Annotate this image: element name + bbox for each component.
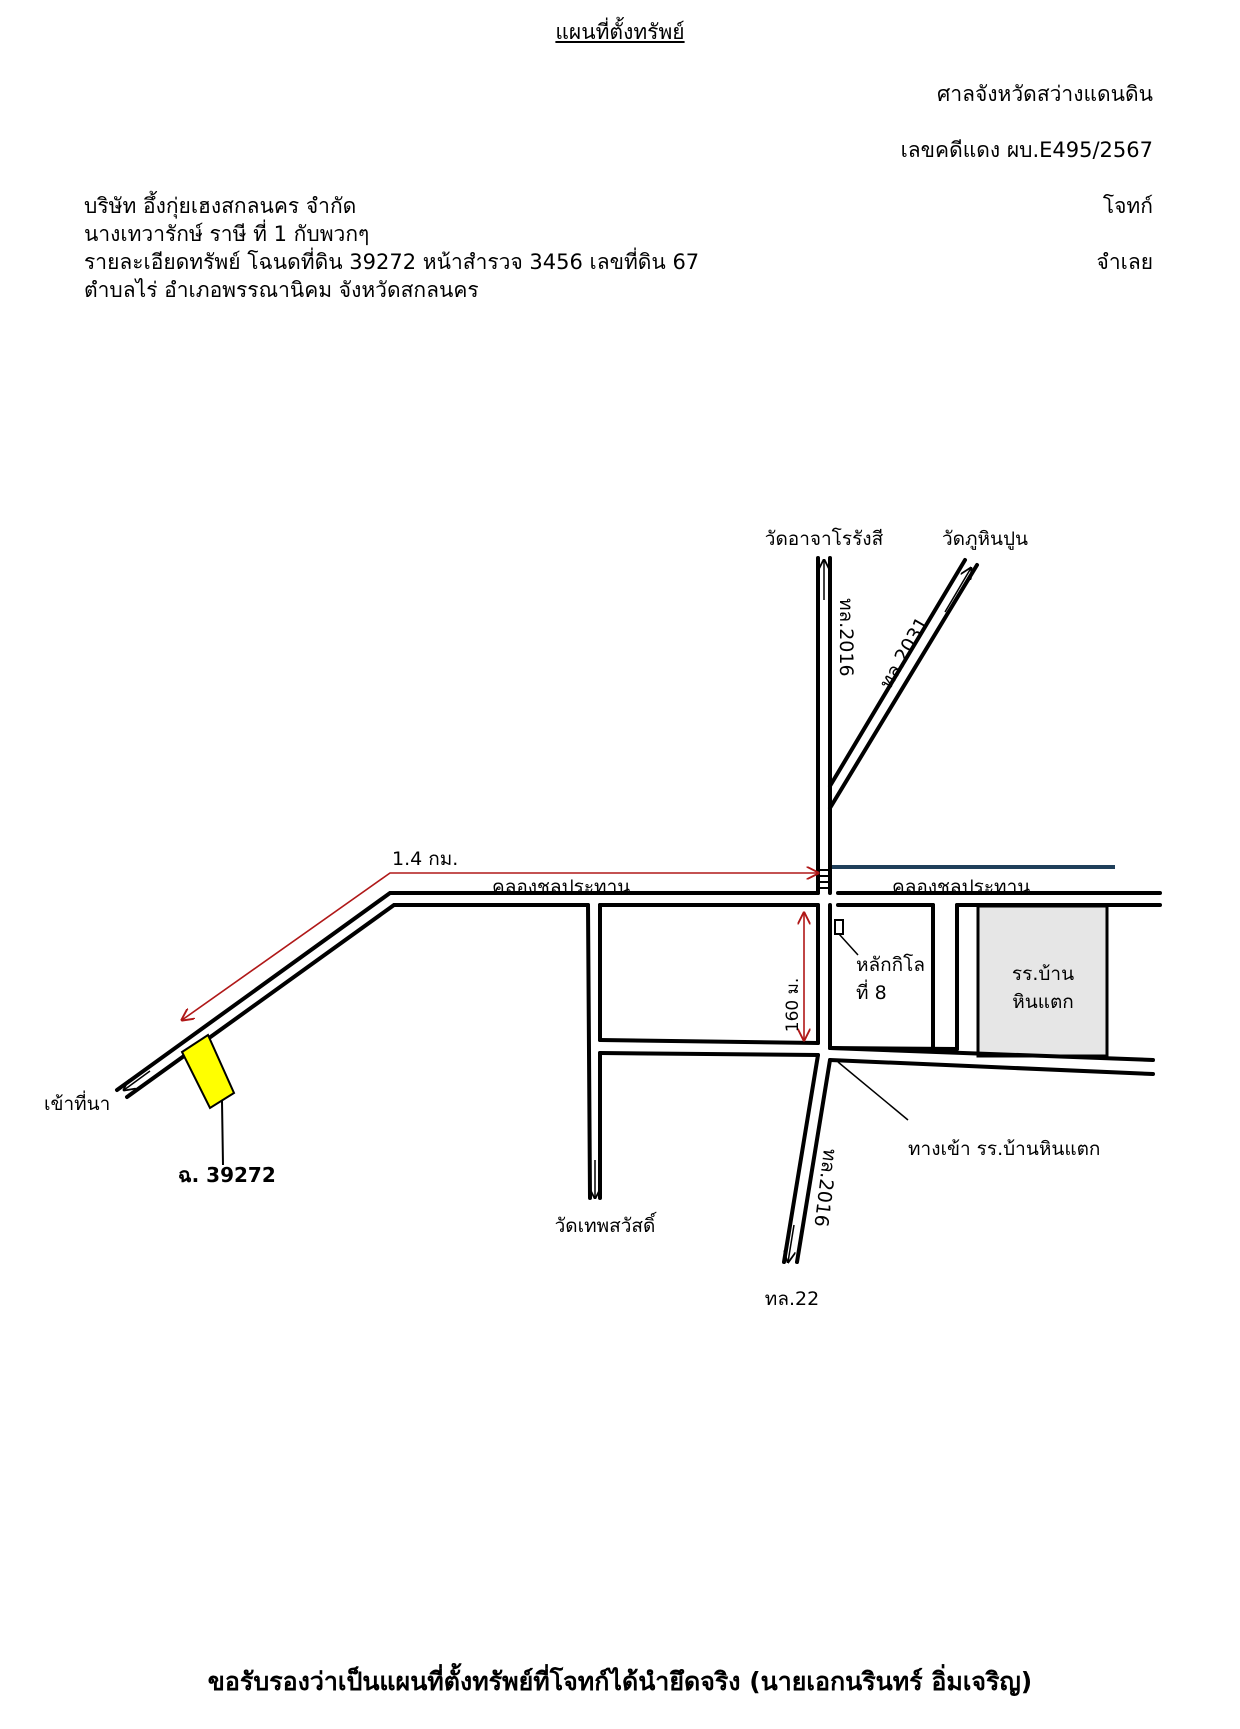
- km-post-marker: [834, 919, 844, 935]
- distance-arrow: [182, 873, 818, 1020]
- label-km-post-line1: หลักกิโล: [856, 953, 925, 976]
- direction-arrows: [124, 560, 971, 1262]
- property-detail: รายละเอียดทรัพย์ โฉนดที่ดิน 39272 หน้าสำ…: [84, 250, 700, 274]
- label-wat-arcajarn: วัดอาจาโรรังสี: [765, 527, 884, 550]
- label-to-field: เข้าที่นา: [44, 1090, 110, 1115]
- school-road-top: [828, 1046, 1155, 1062]
- school-entrance-leader: [837, 1061, 909, 1121]
- case-number: เลขคดีแดง ผบ.E495/2567: [900, 138, 1153, 162]
- defendant-role: จำเลย: [1096, 250, 1153, 274]
- road-2016-south-east: [795, 1058, 832, 1264]
- label-road-22: ทล.22: [765, 1288, 819, 1310]
- cross-lane-top: [598, 1038, 820, 1045]
- label-wat-phu: วัดภูหินปูน: [942, 528, 1028, 550]
- plaintiff-name: บริษัท อึ้งกุ่ยเฮงสกลนคร จำกัด: [84, 194, 357, 218]
- road-2016-south-west: [782, 1053, 820, 1264]
- label-school-line2: หินแตก: [1012, 991, 1074, 1013]
- property-leader: [221, 1100, 224, 1166]
- lane-wat-thep-west: [586, 903, 592, 1200]
- label-school-line1: รร.บ้าน: [1012, 963, 1074, 985]
- cross-lane-bottom: [598, 1051, 820, 1057]
- bridge-marks: [818, 869, 830, 889]
- label-length-160: 160 ม.: [783, 978, 803, 1032]
- road-2031-right: [828, 563, 979, 810]
- label-school-entrance: ทางเข้า รร.บ้านหินแตก: [908, 1138, 1100, 1160]
- label-canal-right: คลองชลประทาน: [892, 876, 1030, 898]
- plaintiff-role: โจทก์: [1102, 194, 1153, 218]
- certification-statement: ขอรับรองว่าเป็นแผนที่ตั้งทรัพย์ที่โจทก์ไ…: [207, 1667, 1033, 1696]
- label-km-post-line2: ที่ 8: [856, 979, 887, 1004]
- label-canal-left: คลองชลประทาน: [492, 876, 630, 898]
- court-name: ศาลจังหวัดสว่างแดนดิน: [937, 82, 1153, 106]
- defendant-name: นางเทวารักษ์ ราษี ที่ 1 กับพวกๆ: [84, 222, 370, 246]
- label-deed: ฉ. 39272: [178, 1163, 276, 1187]
- label-wat-thep: วัดเทพสวัสดิ์: [555, 1211, 658, 1237]
- property-location: ตำบลไร่ อำเภอพรรณานิคม จังหวัดสกลนคร: [84, 278, 479, 302]
- label-distance: 1.4 กม.: [392, 848, 458, 870]
- school-road-bottom: [828, 1058, 1155, 1076]
- school-building: [976, 904, 1109, 1058]
- road-2031-left: [828, 558, 967, 788]
- label-road-2016-north: ทล.2016: [835, 598, 857, 677]
- property-plot: [180, 1033, 236, 1110]
- document-title: แผนที่ตั้งทรัพย์: [555, 20, 685, 44]
- km-post-leader: [838, 933, 859, 956]
